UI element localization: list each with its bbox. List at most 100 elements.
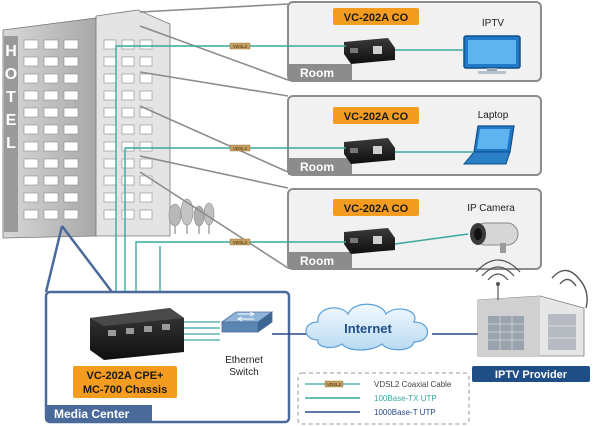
hotel-building [2, 9, 215, 239]
hotel-window [139, 90, 153, 101]
hotel-window [103, 56, 117, 67]
media-center-label: Media Center [54, 407, 130, 421]
room-label-bg [288, 64, 352, 81]
room-badge-bg [333, 8, 419, 25]
hotel-window [23, 73, 39, 84]
hotel-window [43, 124, 59, 135]
device-label: Laptop [478, 110, 509, 121]
vdsl-tag-label: VDSL2 [233, 44, 248, 49]
hotel-window [121, 141, 135, 152]
hotel-window [139, 73, 153, 84]
hotel-window [23, 56, 39, 67]
hotel-sign-letter: T [6, 89, 16, 106]
hotel-window [23, 90, 39, 101]
vdsl-converter-icon [344, 138, 395, 164]
hotel-window [43, 56, 59, 67]
hotel-window [121, 107, 135, 118]
hotel-window [63, 158, 79, 169]
hotel-window [139, 141, 153, 152]
tv-monitor-icon [463, 35, 521, 74]
legend-label-1000base: 1000Base-T UTP [374, 408, 436, 417]
hotel-window [23, 39, 39, 50]
room-badge-bg [333, 107, 419, 124]
room-panel-3: Room VC-202A CO IP Camera [287, 188, 542, 270]
hotel-window [139, 192, 153, 203]
hotel-window [103, 73, 117, 84]
hotel-window [23, 175, 39, 186]
hotel-window [121, 192, 135, 203]
hotel-window [63, 107, 79, 118]
hotel-sign-strip [4, 36, 18, 232]
chassis-badge-line1: VC-202A CPE+ [87, 370, 164, 382]
hotel-window [23, 192, 39, 203]
ip-camera-icon [470, 222, 519, 253]
hotel-window [23, 209, 39, 220]
hotel-window [121, 56, 135, 67]
hotel-window [63, 192, 79, 203]
hotel-window [121, 73, 135, 84]
mc-700-chassis-icon [90, 308, 184, 360]
hotel-window [103, 209, 117, 220]
hotel-window [121, 39, 135, 50]
hotel-window [103, 192, 117, 203]
hotel-window [121, 158, 135, 169]
hotel-window [23, 124, 39, 135]
internet-cloud [305, 303, 429, 351]
laptop-icon [462, 125, 515, 165]
hotel-window [103, 175, 117, 186]
hotel-window [43, 175, 59, 186]
hotel-window [103, 158, 117, 169]
hotel-window [63, 39, 79, 50]
hotel-window [103, 124, 117, 135]
hotel-window [43, 192, 59, 203]
hotel-window [63, 209, 79, 220]
legend-swatch-coax [324, 380, 344, 388]
hotel-window [103, 39, 117, 50]
hotel-window [139, 175, 153, 186]
hotel-sign-letter: L [6, 135, 16, 152]
hotel-window [63, 73, 79, 84]
ethernet-switch-icon [220, 311, 274, 333]
hotel-window [63, 141, 79, 152]
hotel-window [23, 158, 39, 169]
provider-label-bg [472, 366, 590, 382]
media-center-label-bg [46, 405, 152, 422]
room-panel-1: Room VC-202A CO IPTV [287, 1, 542, 82]
room-label-bg [288, 158, 352, 175]
hotel-window [23, 107, 39, 118]
hotel-sign-letter: H [5, 43, 17, 60]
hotel-window [43, 73, 59, 84]
vdsl-converter-icon [344, 228, 395, 254]
switch-label-line2: Switch [229, 367, 258, 378]
device-label: IP Camera [467, 203, 515, 214]
hotel-window [43, 90, 59, 101]
room-badge-bg [333, 199, 419, 216]
hotel-window [103, 90, 117, 101]
internet-label: Internet [344, 321, 392, 336]
hotel-window [43, 107, 59, 118]
hotel-window [121, 90, 135, 101]
hotel-window [121, 209, 135, 220]
teal-utp-cables [115, 45, 346, 306]
legend-label-100base: 100Base-TX UTP [374, 394, 437, 403]
hotel-window [121, 124, 135, 135]
hotel-window [121, 175, 135, 186]
hotel-window [23, 141, 39, 152]
hotel-window [103, 107, 117, 118]
vdsl-converter-icon [344, 38, 395, 64]
hotel-window [43, 209, 59, 220]
chassis-switch-cables [184, 321, 220, 341]
hotel-window [63, 56, 79, 67]
hotel-window [139, 209, 153, 220]
chassis-badge-bg [73, 366, 177, 398]
chassis-badge-line2: MC-700 Chassis [83, 384, 167, 396]
room-panel-2: Room VC-202A CO Laptop [287, 95, 542, 176]
room-badge: VC-202A CO [344, 111, 409, 123]
hotel-sign-letter: E [6, 112, 17, 129]
room-badge: VC-202A CO [344, 203, 409, 215]
room-badge: VC-202A CO [344, 12, 409, 24]
hotel-window [139, 39, 153, 50]
room-label: Room [300, 160, 334, 174]
provider-label: IPTV Provider [495, 369, 568, 381]
